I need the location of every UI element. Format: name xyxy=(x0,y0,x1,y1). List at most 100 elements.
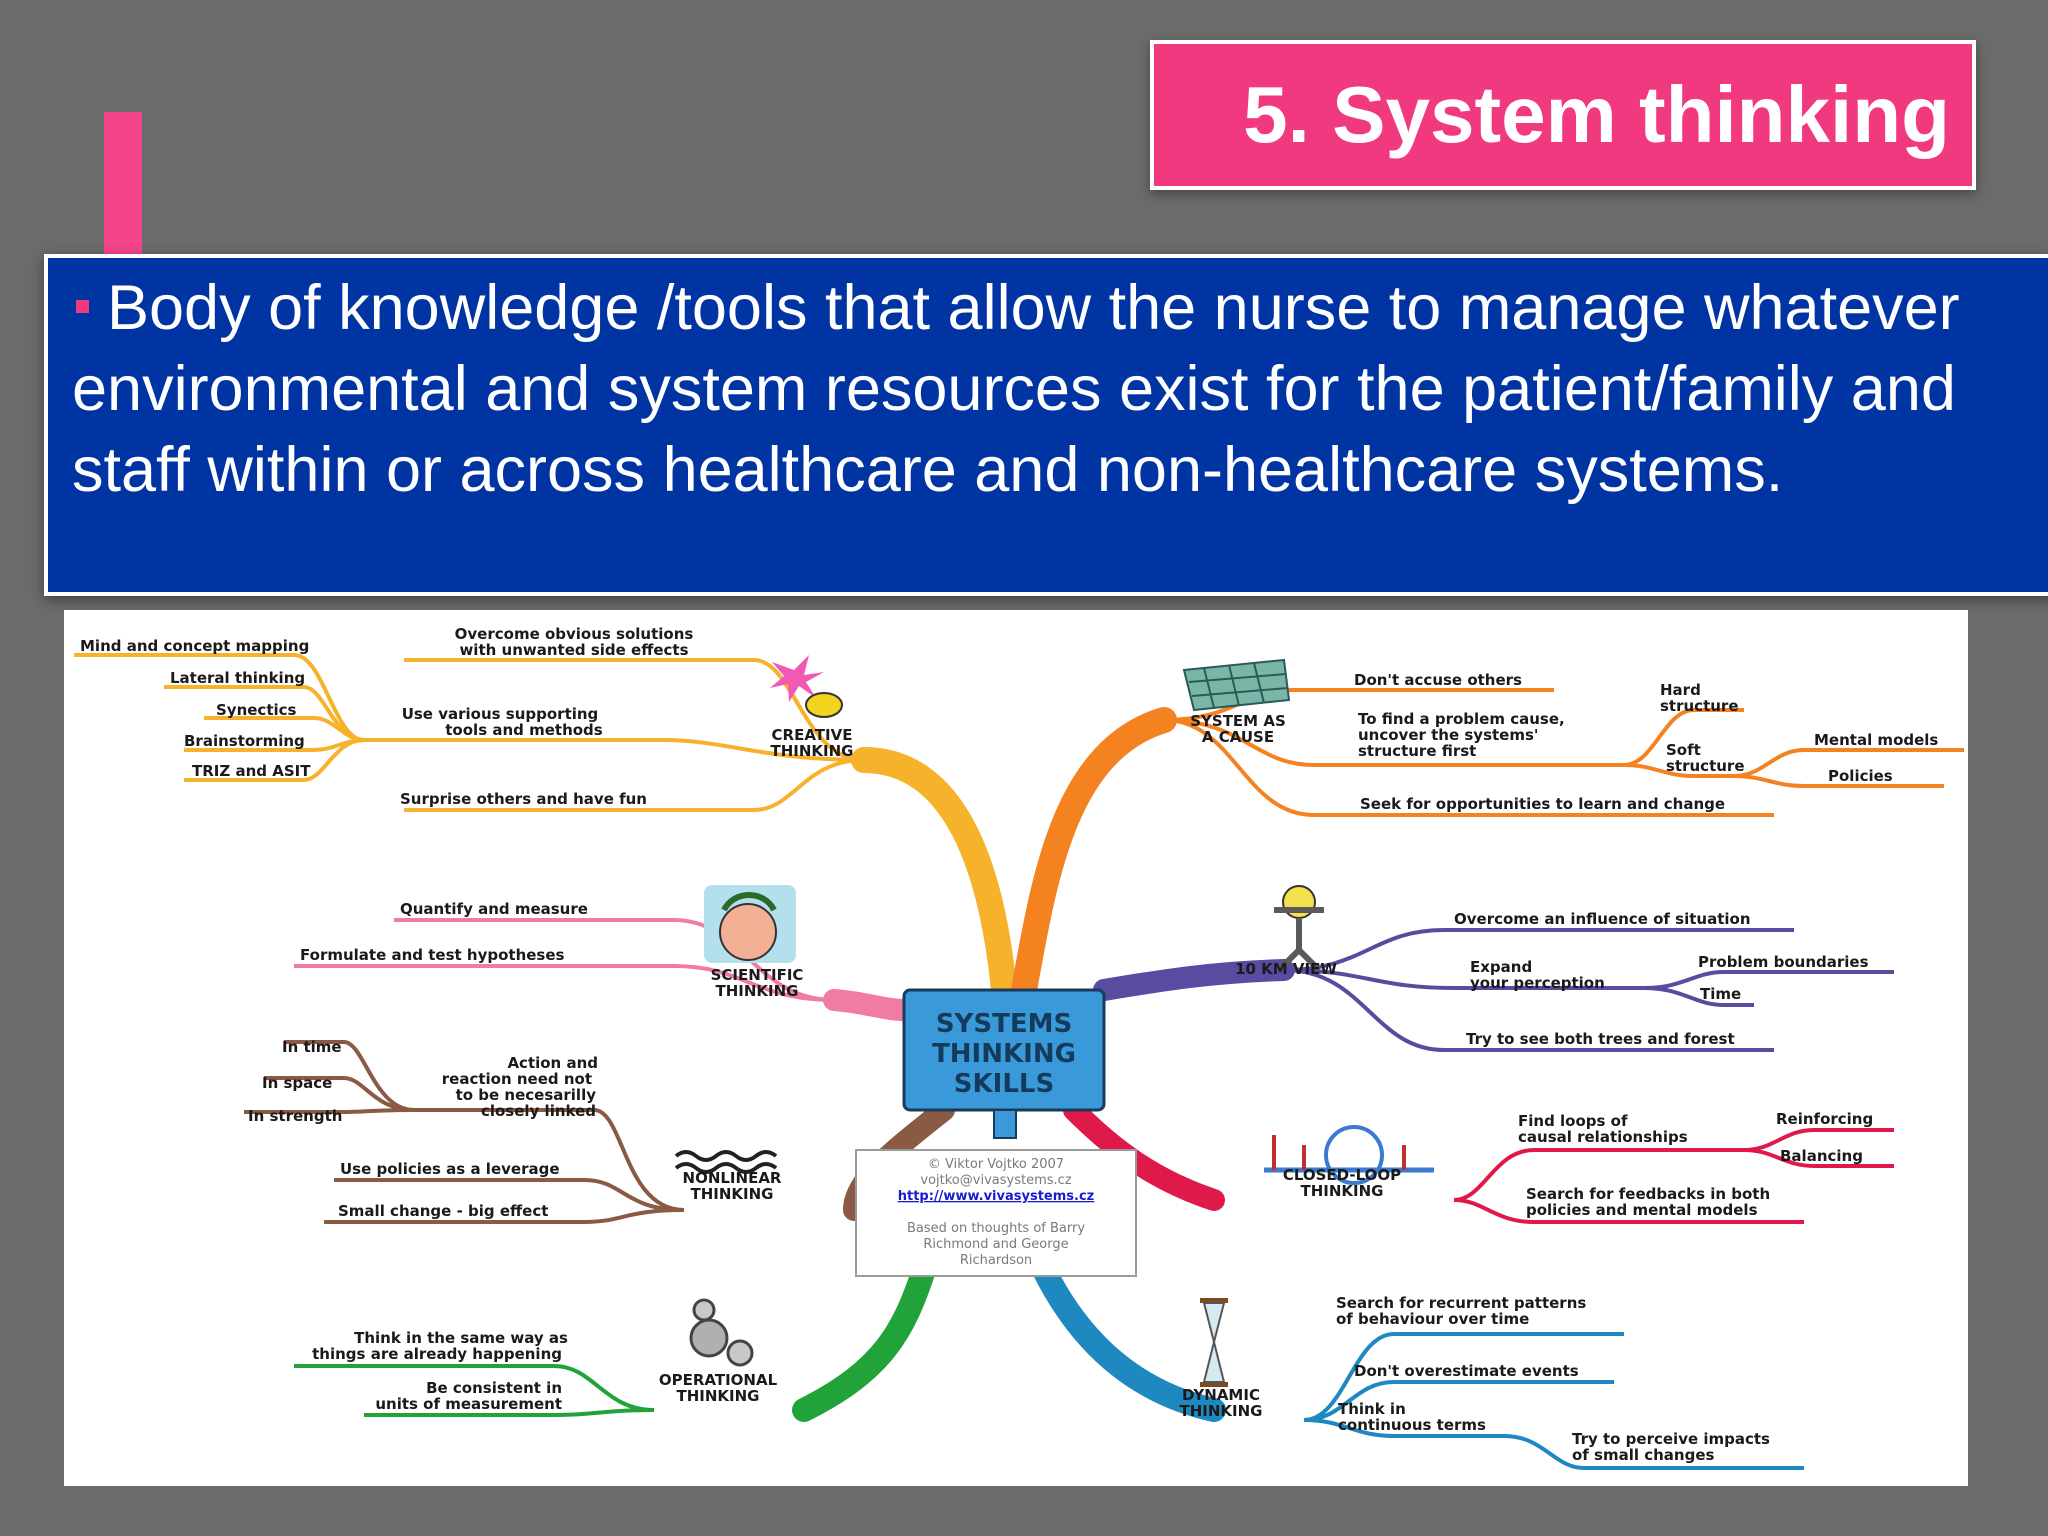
figure-icon xyxy=(1274,885,1324,973)
sci-formulate: Formulate and test hypotheses xyxy=(300,946,565,964)
creative-overcome-2: with unwanted side effects xyxy=(459,641,688,659)
nl-in-time: In time xyxy=(282,1038,342,1056)
dynamic-node-1: DYNAMIC xyxy=(1182,1386,1260,1404)
dyn-dont: Don't overestimate events xyxy=(1354,1362,1579,1380)
dynamic-node-2: THINKING xyxy=(1180,1402,1263,1420)
cause-policies: Policies xyxy=(1828,767,1893,785)
cl-search-1: Search for feedbacks in both xyxy=(1526,1185,1770,1203)
cl-find-1: Find loops of xyxy=(1518,1112,1628,1130)
cause-find-1: To find a problem cause, xyxy=(1358,710,1565,728)
op-consistent-1: Be consistent in xyxy=(426,1379,562,1397)
cause-soft-1: Soft xyxy=(1666,741,1701,759)
bullet-square-icon xyxy=(76,299,89,313)
cause-mental-models: Mental models xyxy=(1814,731,1938,749)
km-trees: Try to see both trees and forest xyxy=(1466,1030,1735,1048)
body-text-box: Body of knowledge /tools that allow the … xyxy=(44,254,2048,596)
mindmap-svg: SYSTEMS THINKING SKILLS © Viktor Vojtko … xyxy=(74,625,1964,1470)
nonlinear-node-2: THINKING xyxy=(691,1185,774,1203)
branch-creative xyxy=(851,747,1017,1003)
cause-find-3: structure first xyxy=(1358,742,1476,760)
credits-line-5: Richardson xyxy=(960,1253,1032,1268)
km-node: 10 KM VIEW xyxy=(1235,960,1337,978)
km-overcome: Overcome an influence of situation xyxy=(1454,910,1751,928)
body-paragraph: Body of knowledge /tools that allow the … xyxy=(72,268,2012,511)
center-line-1: SYSTEMS xyxy=(936,1009,1072,1039)
creative-subbranches xyxy=(74,653,865,812)
lightbulb-icon xyxy=(770,655,843,718)
operational-subbranches xyxy=(294,1364,655,1417)
branch-operational xyxy=(792,1258,936,1422)
grid-structure-icon xyxy=(1182,658,1291,712)
creative-overcome-1: Overcome obvious solutions xyxy=(455,625,694,643)
credits-line-1: © Viktor Vojtko 2007 xyxy=(928,1157,1064,1172)
nl-in-strength: In strength xyxy=(248,1107,342,1125)
creative-use-1: Use various supporting xyxy=(402,705,599,723)
scientific-node-2: THINKING xyxy=(716,982,799,1000)
dyn-search-1: Search for recurrent patterns xyxy=(1336,1294,1586,1312)
cause-node-2: A CAUSE xyxy=(1202,728,1274,746)
dyn-try-2: of small changes xyxy=(1572,1446,1715,1464)
cause-hard-2: structure xyxy=(1660,697,1739,715)
center-line-3: SKILLS xyxy=(954,1069,1054,1099)
branch-scientific xyxy=(823,989,915,1021)
cl-find-2: causal relationships xyxy=(1518,1128,1688,1146)
km-subbranches xyxy=(1283,928,1894,1052)
cause-node-1: SYSTEM AS xyxy=(1190,712,1286,730)
operational-node-2: THINKING xyxy=(677,1387,760,1405)
nl-action-4: closely linked xyxy=(481,1102,596,1120)
cause-accuse: Don't accuse others xyxy=(1354,671,1522,689)
dyn-search-2: of behaviour over time xyxy=(1336,1310,1529,1328)
tool-synectics: Synectics xyxy=(216,701,297,719)
op-think-2: things are already happening xyxy=(312,1345,562,1363)
nl-action-2: reaction need not xyxy=(442,1070,592,1088)
closed-node-2: THINKING xyxy=(1301,1182,1384,1200)
nl-small-change: Small change - big effect xyxy=(338,1202,548,1220)
systems-thinking-mindmap: SYSTEMS THINKING SKILLS © Viktor Vojtko … xyxy=(64,610,1968,1486)
cause-hard-1: Hard xyxy=(1660,681,1701,699)
km-expand-1: Expand xyxy=(1470,958,1532,976)
gears-icon xyxy=(689,1298,754,1367)
closed-node-1: CLOSED-LOOP xyxy=(1283,1166,1401,1184)
operational-node-1: OPERATIONAL xyxy=(659,1371,778,1389)
dyn-try-1: Try to perceive impacts xyxy=(1572,1430,1770,1448)
cl-search-2: policies and mental models xyxy=(1526,1201,1758,1219)
dynamic-subbranches xyxy=(1303,1332,1804,1470)
tool-brainstorming: Brainstorming xyxy=(184,732,305,750)
tool-lateral: Lateral thinking xyxy=(170,669,305,687)
nl-policies: Use policies as a leverage xyxy=(340,1160,560,1178)
center-node: SYSTEMS THINKING SKILLS xyxy=(902,988,1106,1139)
credits-box: © Viktor Vojtko 2007 vojtko@vivasystems.… xyxy=(855,1149,1137,1277)
rollercoaster-icon xyxy=(1264,1125,1434,1185)
hourglass-icon xyxy=(1200,1298,1228,1387)
accent-bar xyxy=(104,112,142,262)
center-line-2: THINKING xyxy=(932,1039,1076,1069)
credits-link[interactable]: http://www.vivasystems.cz xyxy=(898,1189,1094,1204)
km-time: Time xyxy=(1700,985,1741,1003)
tool-triz: TRIZ and ASIT xyxy=(192,762,311,780)
cause-find-2: uncover the systems' xyxy=(1358,726,1539,744)
dyn-think-2: continuous terms xyxy=(1338,1416,1486,1434)
title-box: 5. System thinking xyxy=(1150,40,1976,190)
km-expand-2: your perception xyxy=(1470,974,1605,992)
cl-balancing: Balancing xyxy=(1780,1147,1863,1165)
tool-mind-mapping: Mind and concept mapping xyxy=(80,637,309,655)
branch-km xyxy=(1093,959,1295,1001)
closed-subbranches xyxy=(1453,1128,1894,1224)
nl-action-3: to be necesarilly xyxy=(456,1086,597,1104)
creative-use-2: tools and methods xyxy=(445,721,603,739)
scientific-node-1: SCIENTIFIC xyxy=(711,966,804,984)
cause-seek: Seek for opportunities to learn and chan… xyxy=(1360,795,1725,813)
sci-quantify: Quantify and measure xyxy=(400,900,588,918)
slide-title: 5. System thinking xyxy=(1243,70,1950,159)
nl-in-space: In space xyxy=(262,1074,332,1092)
credits-line-3: Based on thoughts of Barry xyxy=(907,1221,1085,1236)
credits-line-2: vojtko@vivasystems.cz xyxy=(920,1173,1071,1188)
cause-soft-2: structure xyxy=(1666,757,1745,775)
op-think-1: Think in the same way as xyxy=(354,1329,568,1347)
km-boundaries: Problem boundaries xyxy=(1698,953,1869,971)
cl-reinforcing: Reinforcing xyxy=(1776,1110,1873,1128)
nonlinear-node-1: NONLINEAR xyxy=(683,1169,782,1187)
creative-node-2: THINKING xyxy=(771,742,854,760)
head-icon xyxy=(704,885,796,963)
dyn-think-1: Think in xyxy=(1338,1400,1406,1418)
